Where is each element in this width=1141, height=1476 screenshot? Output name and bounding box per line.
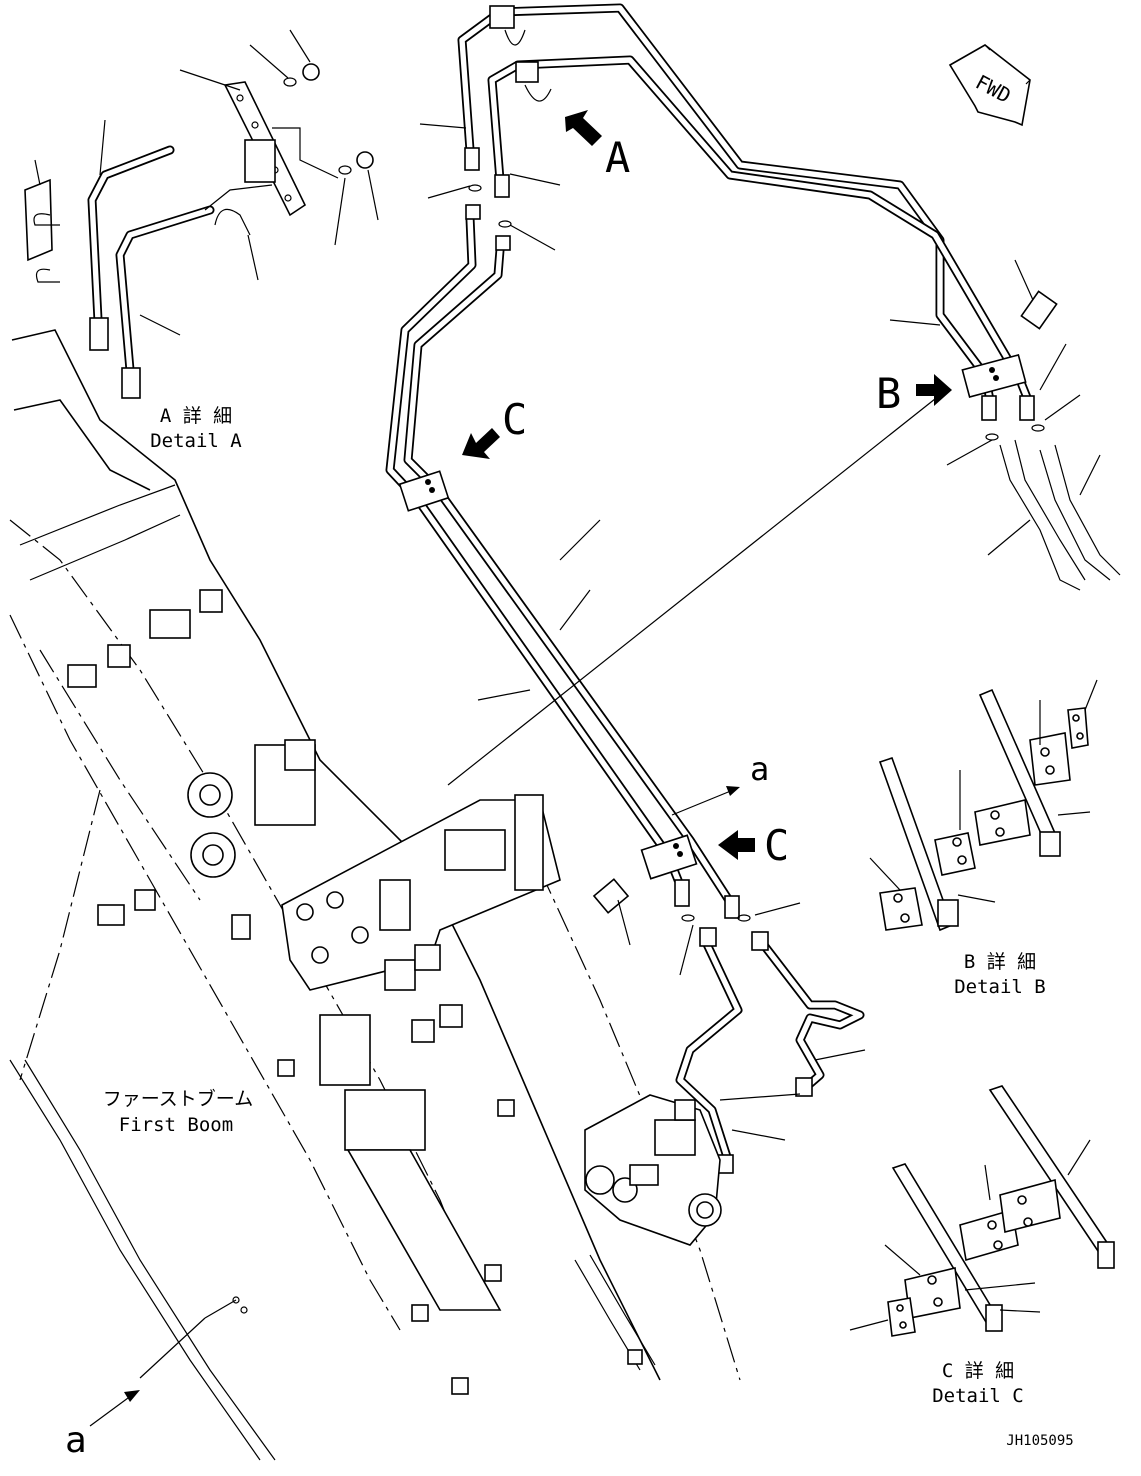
- detail-c-view: C 詳 細 Detail C: [849, 1085, 1115, 1407]
- view-a-arrow-icon: [565, 110, 602, 146]
- first-boom-label-jp: ファーストブーム: [103, 1087, 253, 1110]
- view-c-lower-label: C: [764, 821, 789, 870]
- detail-c-title-jp: C 詳 細: [942, 1360, 1014, 1382]
- view-arrow-b: B: [876, 369, 952, 418]
- ref-a-upper-arrow-icon: [726, 786, 740, 796]
- leader-lines: [139, 123, 1101, 1379]
- pipe-routing-main: [385, 3, 1121, 922]
- fwd-indicator: FWD: [948, 44, 1031, 127]
- detail-a-title-en: Detail A: [150, 430, 242, 452]
- view-b-arrow-icon: [916, 374, 952, 406]
- view-a-label: A: [605, 133, 630, 182]
- drawing-number: JH105095: [1006, 1433, 1073, 1449]
- view-c-upper-label: C: [502, 395, 527, 444]
- detail-c-title-en: Detail C: [932, 1385, 1024, 1407]
- ref-a-upper-label: a: [750, 750, 769, 788]
- view-b-label: B: [876, 369, 901, 418]
- view-c-lower-arrow-icon: [718, 830, 755, 860]
- detail-b-title-jp: B 詳 細: [964, 951, 1036, 973]
- fwd-arrow-icon: [948, 44, 1031, 127]
- view-c-upper-arrow-icon: [462, 428, 500, 459]
- detail-a-title-jp: A 詳 細: [160, 405, 232, 427]
- hoses-and-valve: [584, 927, 865, 1246]
- view-arrow-a: A: [565, 110, 630, 182]
- detail-b-title-en: Detail B: [954, 976, 1046, 998]
- reference-a-upper: a: [671, 750, 769, 816]
- ref-a-lower-label: a: [65, 1420, 87, 1461]
- ref-a-lower-arrow-icon: [124, 1390, 140, 1402]
- first-boom-outline: [9, 329, 741, 1461]
- view-arrow-c-lower: C: [718, 821, 789, 870]
- view-arrow-c-upper: C: [462, 395, 527, 459]
- first-boom-label-en: First Boom: [119, 1114, 233, 1136]
- reference-a-lower: a: [65, 1390, 140, 1461]
- detail-a-view: A 詳 細 Detail A: [24, 29, 379, 452]
- detail-b-view: B 詳 細 Detail B: [869, 679, 1098, 998]
